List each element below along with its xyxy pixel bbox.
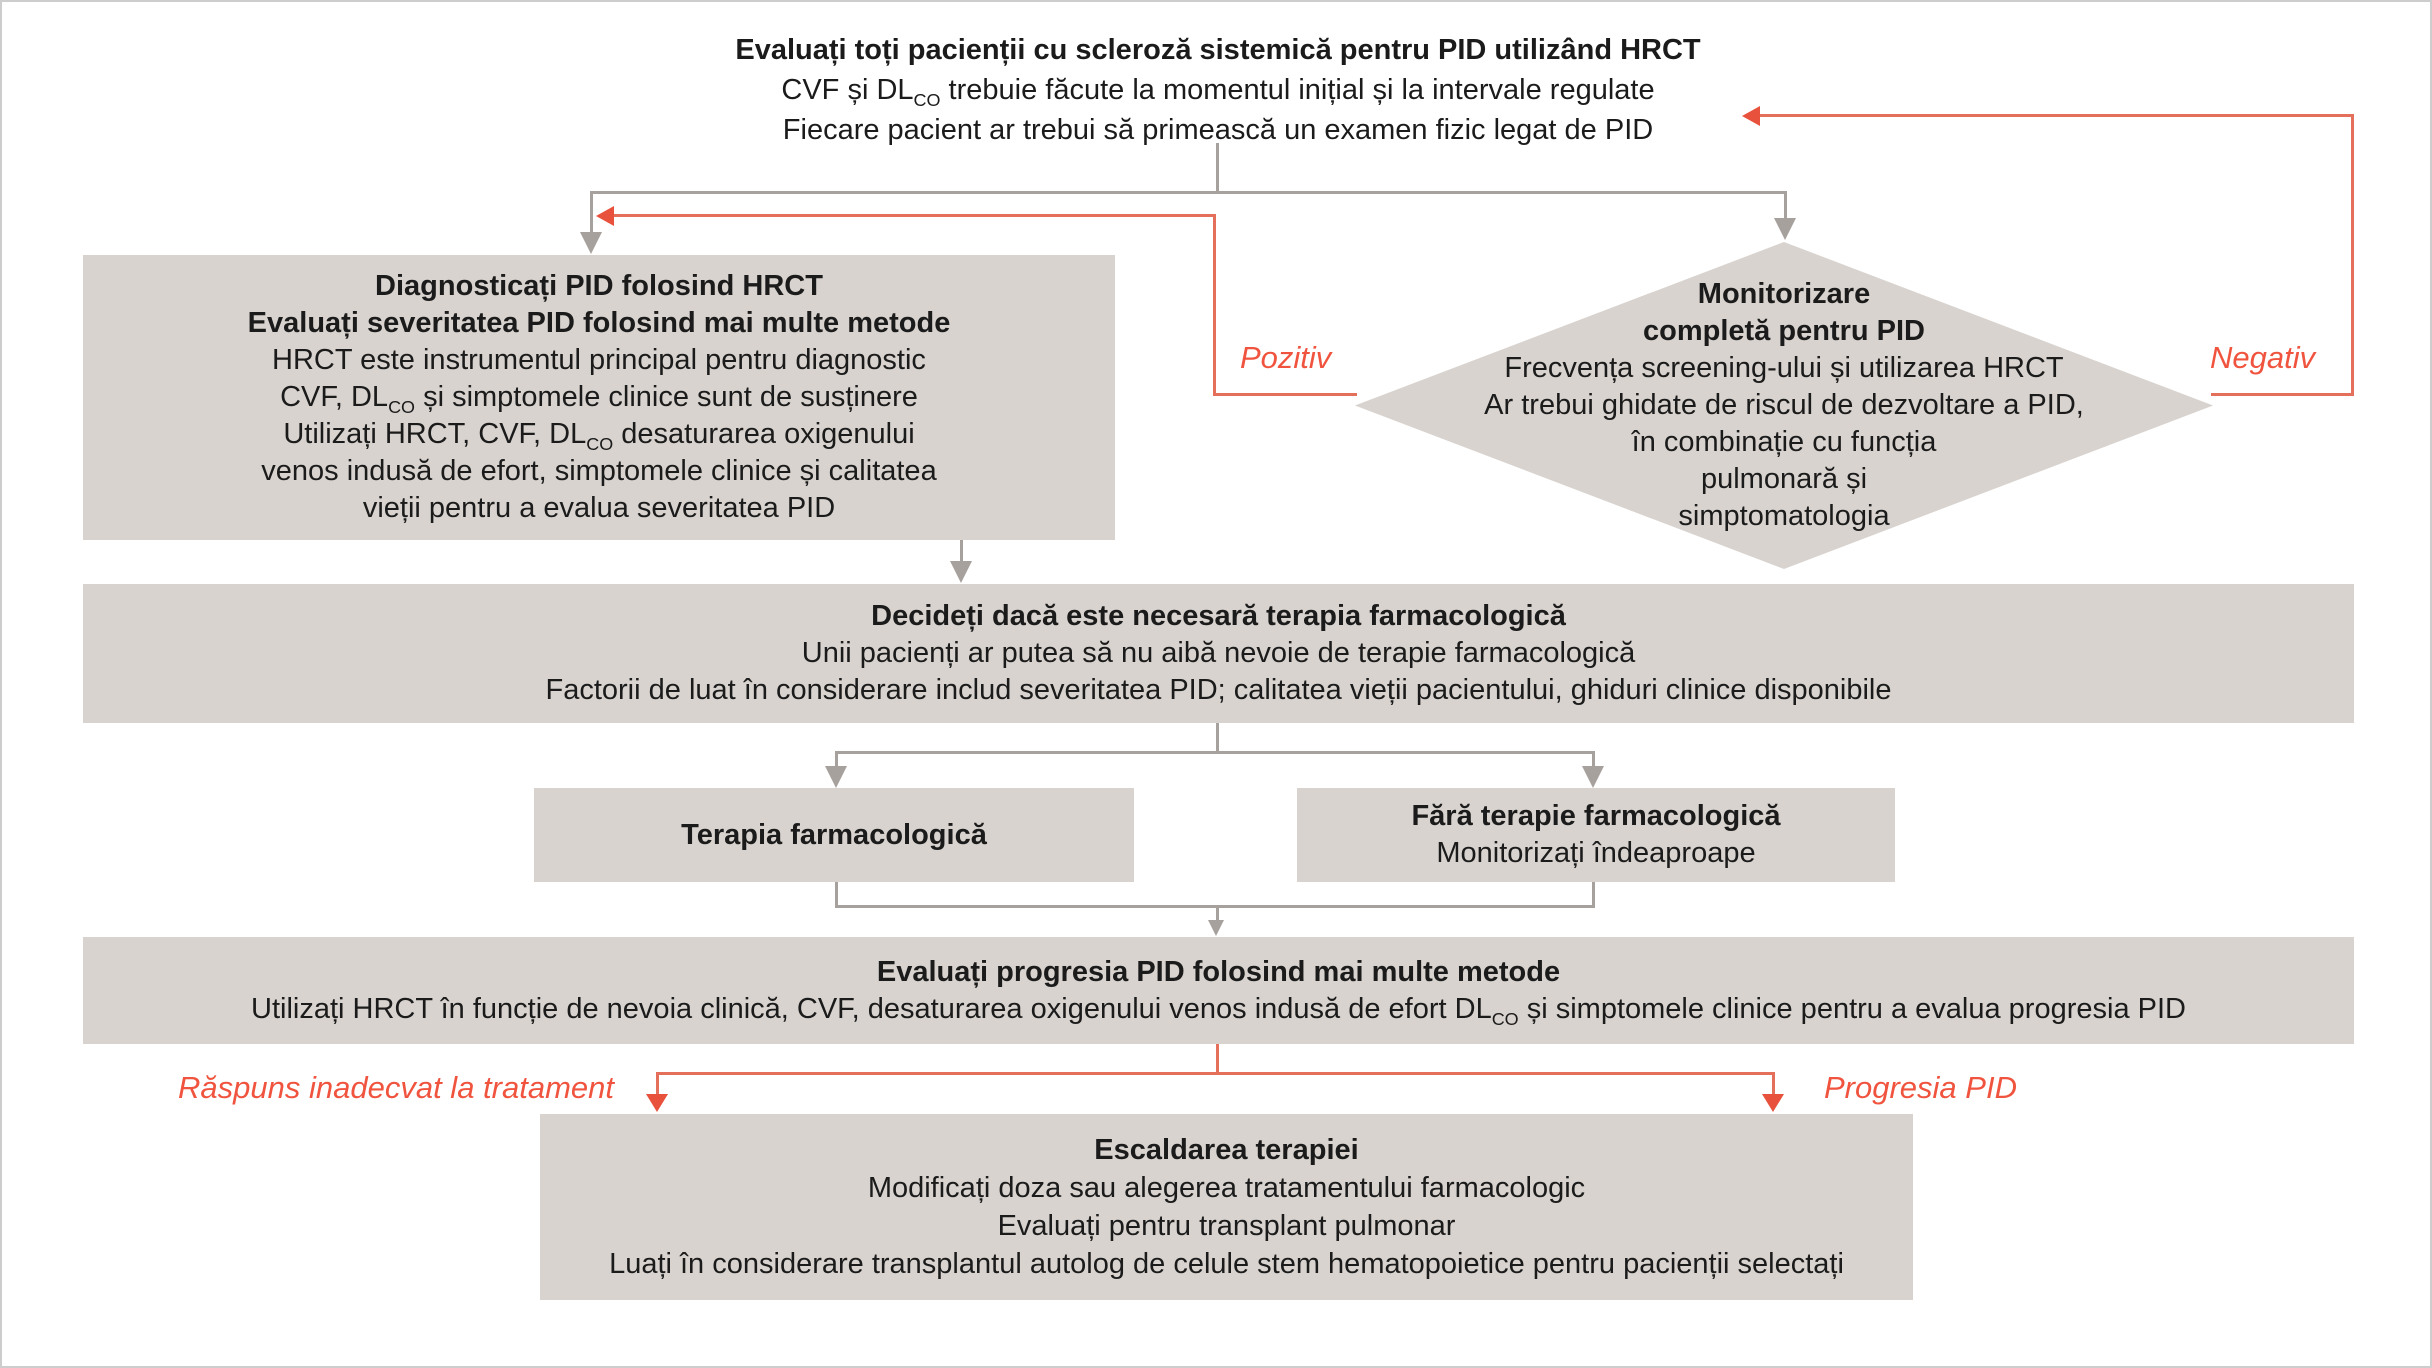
connector-to-no-pharma-stem [1592, 753, 1595, 767]
decide-title: Decideți dacă este necesară terapia farm… [871, 600, 1566, 632]
positive-path-vertical [1213, 214, 1216, 395]
connector-to-pharma-stem [835, 753, 838, 767]
progression-label: Progresia PID [1824, 1070, 2017, 1105]
connector-decide-stub [1216, 723, 1219, 753]
escalate-path-right-stem [1772, 1072, 1775, 1094]
header-line-1: Evaluați toți pacienții cu scleroză sist… [735, 34, 1701, 66]
diagnose-line-4: CVF, DLCO și simptomele clinice sunt de … [280, 381, 918, 417]
arrow-down-inadequate-icon [646, 1094, 668, 1112]
negative-path-top-horizontal [1760, 114, 2354, 117]
diagnose-title-1: Diagnosticați PID folosind HRCT [375, 270, 823, 302]
connector-split-horizontal [835, 751, 1595, 754]
negative-label: Negativ [2210, 340, 2316, 375]
pharma-box: Terapia farmacologică [534, 788, 1134, 882]
monitor-diamond-text: Monitorizare completă pentru PID Frecven… [1384, 242, 2184, 569]
arrow-down-progression-icon [1762, 1094, 1784, 1112]
escalate-path-horizontal [656, 1072, 1775, 1075]
connector-join-center-stem [1216, 905, 1219, 921]
header-line-2: CVF și DLCO trebuie făcute la momentul i… [781, 74, 1655, 110]
header-line-3: Fiecare pacient ar trebui să primească u… [782, 114, 1654, 146]
pharma-title: Terapia farmacologică [681, 818, 987, 851]
monitor-line-3: Frecvența screening-ului și utilizarea H… [1504, 352, 2064, 384]
decide-line-2: Unii pacienți ar putea să nu aibă nevoie… [801, 637, 1636, 669]
arrow-left-negative-icon [1742, 106, 1760, 126]
escalate-path-stub [1216, 1044, 1219, 1075]
escalate-line-3: Evaluați pentru transplant pulmonar [997, 1210, 1456, 1242]
diagnose-box: Diagnosticați PID folosind HRCT Evaluați… [83, 255, 1115, 540]
monitor-line-4: Ar trebui ghidate de riscul de dezvoltar… [1484, 389, 2084, 421]
no-pharma-title: Fără terapie farmacologică [1411, 800, 1781, 832]
arrow-left-positive-icon [596, 206, 614, 226]
escalate-line-4: Luați în considerare transplantul autolo… [609, 1248, 1844, 1280]
arrow-down-to-progress-icon [1208, 920, 1224, 936]
connector-no-pharma-down-stem [1592, 882, 1595, 908]
positive-path-bottom-horizontal [1213, 393, 1357, 396]
monitor-title-1: Monitorizare [1697, 278, 1871, 310]
header-text: Evaluați toți pacienții cu scleroză sist… [668, 30, 1768, 150]
monitor-line-5: în combinație cu funcția [1631, 426, 1937, 458]
connector-diagnose-to-decide-stem [960, 540, 963, 562]
progress-box: Evaluați progresia PID folosind mai mult… [83, 937, 2354, 1044]
no-pharma-line-2: Monitorizați îndeaproape [1436, 837, 1756, 869]
positive-path-top-horizontal [614, 214, 1216, 217]
no-pharma-box: Fără terapie farmacologică Monitorizați … [1297, 788, 1895, 882]
connector-join-horizontal [835, 905, 1595, 908]
negative-path-bottom-horizontal [2211, 393, 2354, 396]
connector-pharma-down-stem [835, 882, 838, 908]
connector-to-monitor-stem [1784, 191, 1787, 219]
decide-line-3: Factorii de luat în considerare includ s… [545, 674, 1892, 706]
diagnose-line-7: vieții pentru a evalua severitatea PID [362, 492, 836, 524]
arrow-down-to-no-pharma-icon [1582, 766, 1604, 788]
monitor-title-2: completă pentru PID [1643, 315, 1925, 347]
decide-box: Decideți dacă este necesară terapia farm… [83, 584, 2354, 723]
escalate-box: Escaldarea terapiei Modificați doza sau … [540, 1114, 1913, 1300]
arrow-down-to-monitor-icon [1774, 218, 1796, 240]
monitor-line-7: simptomatologia [1678, 500, 1890, 532]
connector-header-stub [1216, 143, 1219, 192]
arrow-down-to-diagnose-icon [580, 232, 602, 254]
progress-line-2: Utilizați HRCT în funcție de nevoia clin… [251, 992, 2186, 1029]
connector-header-horizontal [590, 191, 1787, 194]
connector-to-diagnose-stem [590, 191, 593, 233]
arrow-down-to-pharma-icon [825, 766, 847, 788]
escalate-path-left-stem [656, 1072, 659, 1094]
monitor-line-6: pulmonară și [1700, 463, 1868, 495]
diagnose-line-5: Utilizați HRCT, CVF, DLCO desaturarea ox… [283, 418, 915, 454]
diagnose-line-3: HRCT este instrumentul principal pentru … [272, 344, 926, 376]
arrow-down-to-decide-icon [950, 561, 972, 583]
inadequate-response-label: Răspuns inadecvat la tratament [178, 1070, 614, 1105]
progress-title: Evaluați progresia PID folosind mai mult… [876, 955, 1561, 988]
positive-label: Pozitiv [1240, 340, 1332, 375]
diagnose-title-2: Evaluați severitatea PID folosind mai mu… [247, 307, 951, 339]
negative-path-vertical [2351, 114, 2354, 396]
escalate-title: Escaldarea terapiei [1094, 1134, 1359, 1166]
escalate-line-2: Modificați doza sau alegerea tratamentul… [867, 1172, 1586, 1204]
diagnose-line-6: venos indusă de efort, simptomele clinic… [261, 455, 937, 487]
